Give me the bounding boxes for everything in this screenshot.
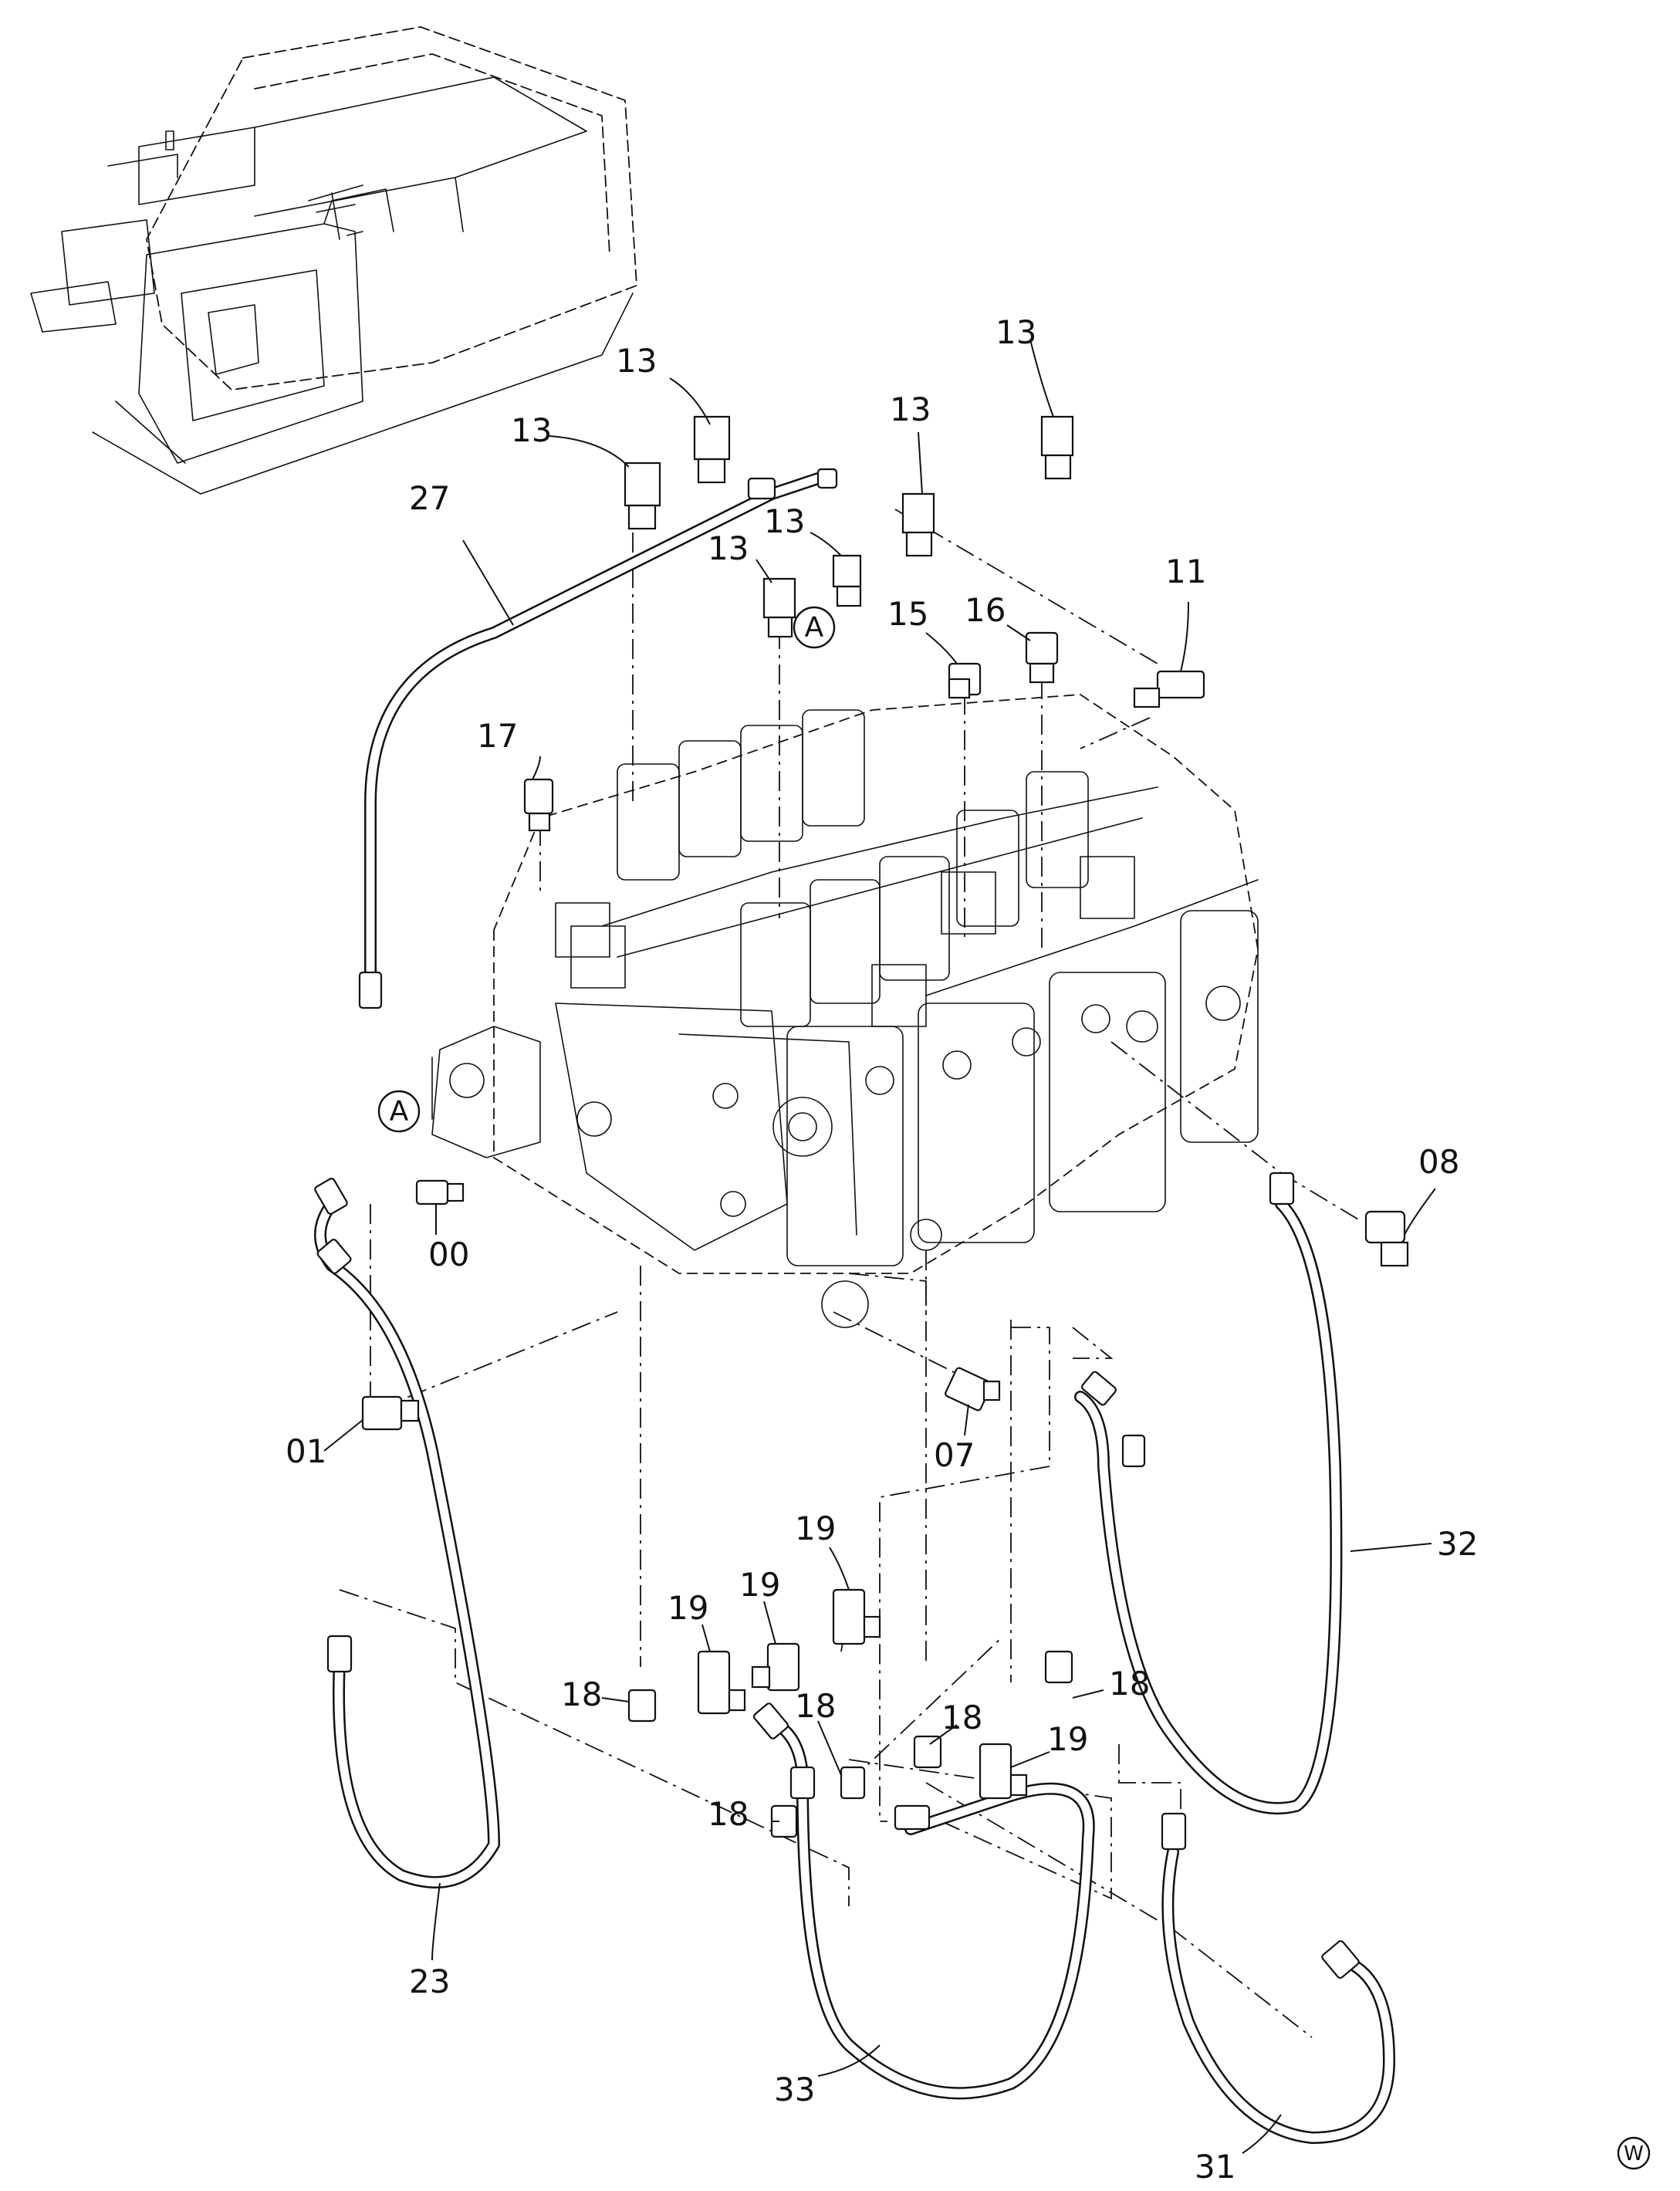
- label-16: 16: [965, 591, 1006, 629]
- reference-marker-a-lower: A: [377, 1090, 421, 1133]
- fittings: [361, 415, 1409, 1838]
- part-labels: 13 13 13 13 13 13 11 27 15 16 17 08 00 0…: [286, 313, 1478, 2186]
- label-00: 00: [428, 1236, 469, 1273]
- label-01: 01: [286, 1432, 326, 1470]
- label-13-a: 13: [616, 342, 657, 380]
- label-15: 15: [887, 595, 928, 633]
- label-19-d: 19: [1047, 1720, 1088, 1758]
- machine-overview: [30, 26, 637, 495]
- reference-marker-w: W: [1617, 2136, 1651, 2170]
- label-07: 07: [934, 1436, 975, 1474]
- control-valve: [431, 694, 1259, 1328]
- leader-lines: [323, 339, 1436, 2154]
- label-33: 33: [774, 2071, 815, 2108]
- label-18-e: 18: [1109, 1665, 1150, 1702]
- label-32: 32: [1437, 1525, 1478, 1563]
- label-13-b: 13: [511, 411, 552, 449]
- label-27: 27: [409, 479, 450, 517]
- label-13-d: 13: [995, 313, 1036, 351]
- label-18-d: 18: [708, 1795, 749, 1833]
- label-13-e: 13: [764, 502, 805, 540]
- label-17: 17: [477, 717, 518, 755]
- svg-text:W: W: [1624, 2142, 1644, 2166]
- label-11: 11: [1165, 553, 1206, 590]
- hose-fittings: [314, 468, 1360, 1979]
- label-18-a: 18: [561, 1675, 602, 1713]
- label-08: 08: [1418, 1143, 1459, 1181]
- label-19-c: 19: [668, 1589, 708, 1627]
- label-18-c: 18: [941, 1699, 982, 1736]
- label-18-b: 18: [795, 1687, 836, 1725]
- reference-marker-a-upper: A: [793, 606, 836, 649]
- hoses: [314, 472, 1395, 2144]
- svg-text:A: A: [390, 1096, 409, 1128]
- label-13-f: 13: [708, 529, 749, 567]
- label-19-a: 19: [795, 1510, 836, 1547]
- label-31: 31: [1195, 2148, 1235, 2186]
- label-23: 23: [409, 1963, 450, 2000]
- svg-text:A: A: [805, 612, 824, 644]
- label-19-b: 19: [739, 1566, 780, 1604]
- routing-lines: [339, 509, 1359, 2038]
- label-13-c: 13: [890, 391, 931, 428]
